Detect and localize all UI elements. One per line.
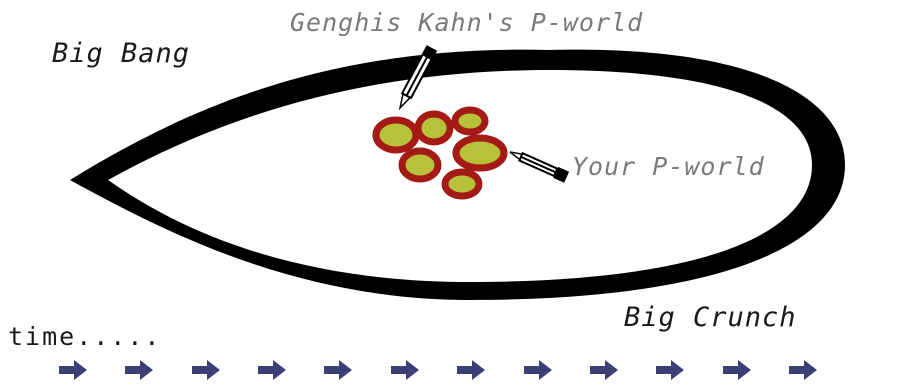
right-arrow-icon — [457, 360, 486, 380]
right-arrow-icon — [59, 360, 87, 380]
time-arrow-row — [58, 356, 818, 384]
right-arrow-icon — [390, 360, 419, 380]
right-arrow-icon — [324, 360, 353, 380]
pencil-pointer-icon — [398, 45, 438, 111]
pencil-pointer-icon — [509, 151, 570, 183]
genghis-p-world-label: Genghis Kahn's P-world — [290, 8, 644, 37]
p-world-cluster — [372, 106, 508, 200]
right-arrow-icon — [788, 360, 817, 380]
big-bang-label: Big Bang — [52, 38, 191, 69]
right-arrow-icon — [523, 360, 552, 380]
right-arrow-icon — [656, 360, 685, 380]
p-world-blob — [414, 110, 454, 146]
p-world-blob — [452, 134, 508, 172]
p-world-blob — [372, 116, 420, 154]
right-arrow-icon — [258, 360, 287, 380]
right-arrow-icon — [191, 360, 220, 380]
p-world-blob — [451, 106, 489, 136]
right-arrow-icon — [125, 360, 154, 380]
p-world-blob — [398, 147, 442, 183]
universe-loop — [70, 49, 845, 301]
your-p-world-label: Your P-world — [572, 152, 765, 181]
big-crunch-label: Big Crunch — [624, 302, 797, 333]
p-world-blob — [441, 168, 483, 200]
right-arrow-icon — [722, 360, 751, 380]
time-label: time..... — [8, 322, 162, 351]
right-arrow-icon — [589, 360, 618, 380]
